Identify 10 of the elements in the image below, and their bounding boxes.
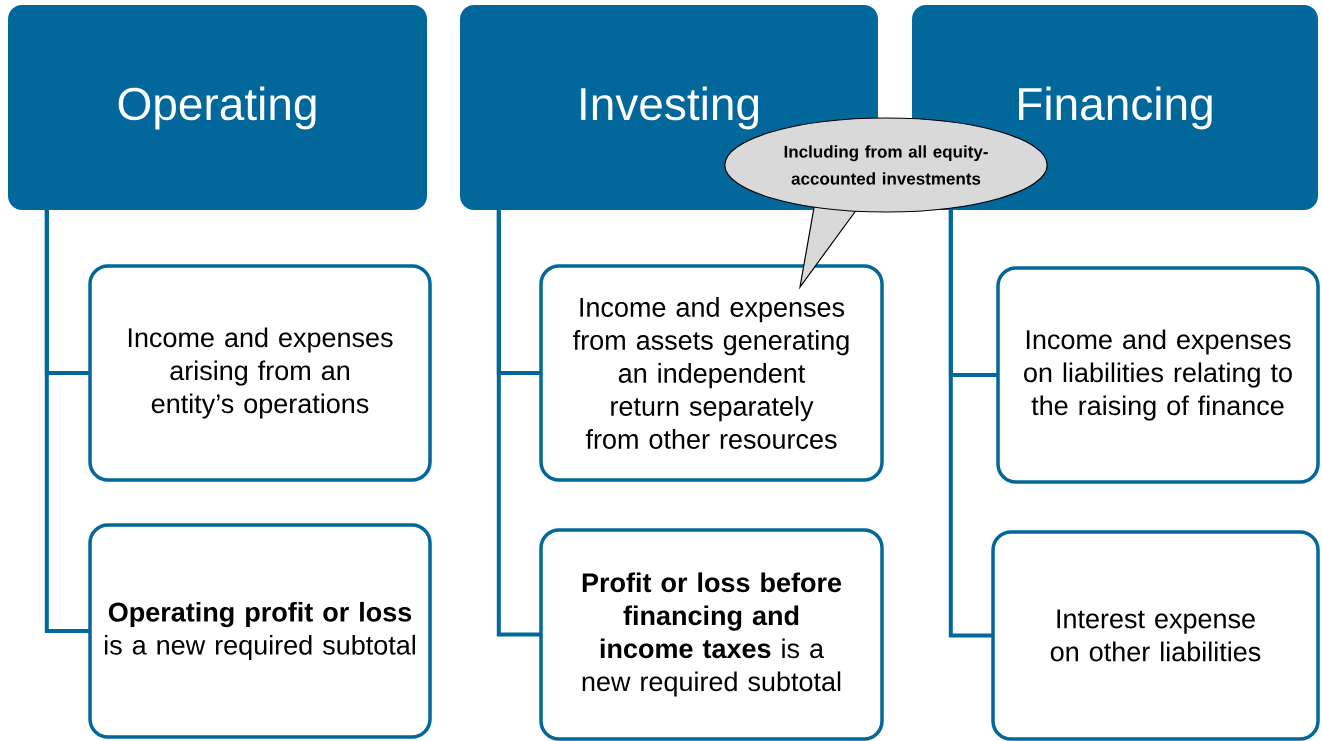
text-box: Income and expenses from assets generating an independent return separately from other resources <box>539 264 884 482</box>
text-box: Operating profit or loss is a new required subtotal <box>88 523 432 739</box>
connector-line <box>44 208 91 633</box>
connector-line <box>496 208 542 637</box>
text-box: Profit or loss before financing and income taxes is a new required subtotal <box>539 528 884 741</box>
text-box: Income and expenses arising from an entity’s operations <box>88 264 432 482</box>
text-box: Income and expenses on liabilities relating to the raising of finance <box>996 266 1320 484</box>
header-box: Operating <box>8 5 427 210</box>
text-box: Interest expense on other liabilities <box>991 530 1320 741</box>
connector-line <box>948 208 994 638</box>
